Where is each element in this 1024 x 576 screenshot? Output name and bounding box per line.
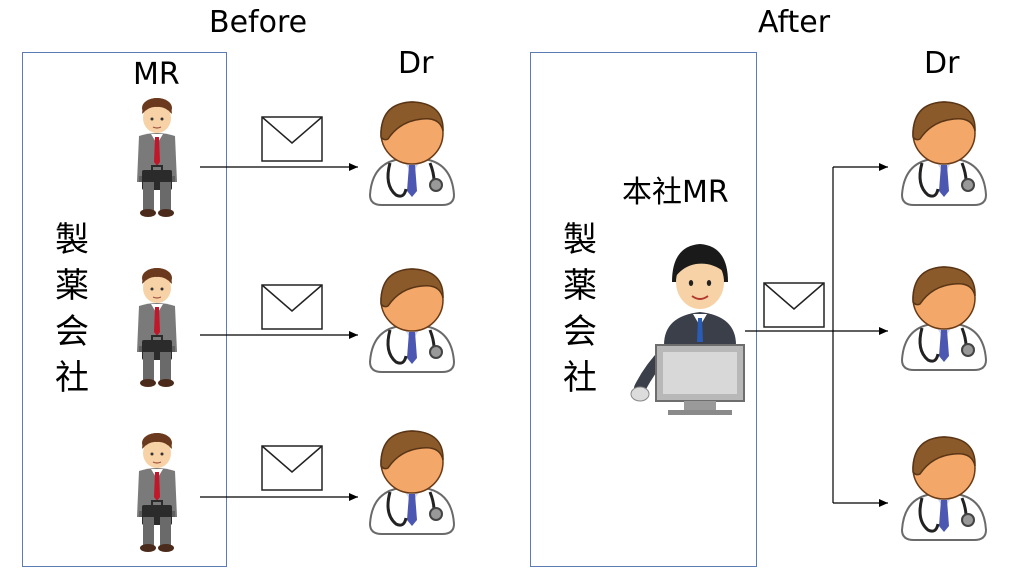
before-doctor-2-icon <box>368 267 456 374</box>
mr-person-3-icon <box>136 432 178 553</box>
after-title: After <box>758 5 831 40</box>
after-envelope-icon <box>763 282 825 328</box>
before-company-box <box>22 52 227 567</box>
after-doctor-1-icon <box>900 100 988 207</box>
before-title: Before <box>209 5 308 40</box>
computer-operator-icon <box>630 244 745 415</box>
before-dr-label: Dr <box>398 46 434 81</box>
after-dr-label: Dr <box>924 46 960 81</box>
envelope-2-icon <box>261 284 323 330</box>
before-doctor-1-icon <box>368 100 456 207</box>
mr-person-1-icon <box>136 97 178 218</box>
after-company-text: 製薬会社 <box>563 220 597 398</box>
before-mr-label: MR <box>133 57 180 92</box>
mr-person-2-icon <box>136 267 178 388</box>
envelope-3-icon <box>261 445 323 491</box>
envelope-1-icon <box>261 116 323 162</box>
after-company-box <box>530 52 757 567</box>
after-doctor-3-icon <box>900 435 988 542</box>
before-company-text: 製薬会社 <box>55 220 89 398</box>
before-doctor-3-icon <box>368 429 456 536</box>
after-arrow-group <box>745 163 888 507</box>
after-doctor-2-icon <box>900 265 988 372</box>
hq-mr-label: 本社MR <box>622 175 729 210</box>
